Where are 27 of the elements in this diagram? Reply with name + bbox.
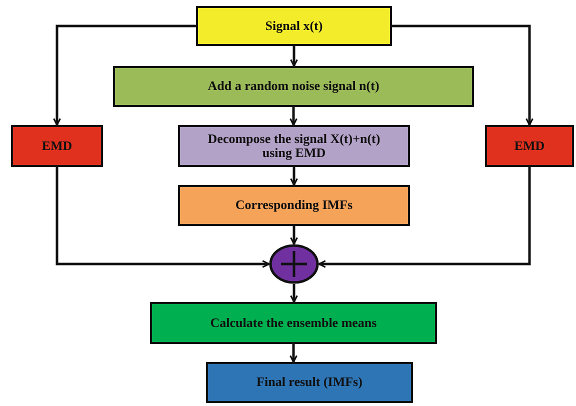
box-label: Decompose the signal X(t)+n(t) using EMD: [206, 132, 382, 160]
box-label: EMD: [514, 138, 545, 154]
arrow: [290, 226, 298, 245]
arrow: [53, 24, 196, 126]
box-label: Calculate the ensemble means: [210, 316, 377, 330]
arrow: [56, 167, 270, 268]
arrow: [290, 167, 298, 186]
box-label: EMD: [42, 138, 72, 154]
arrow: [290, 344, 298, 363]
arrow: [290, 284, 298, 303]
process-box: [150, 302, 437, 344]
process-box: [113, 66, 474, 107]
arrow: [318, 167, 531, 268]
arrow: [290, 107, 298, 126]
sum-junction: [269, 244, 319, 284]
process-box: [11, 125, 103, 167]
process-box: [206, 362, 413, 403]
process-box: [485, 125, 574, 167]
process-box: [178, 125, 410, 167]
box-label: Signal x(t): [265, 18, 323, 34]
process-box: [196, 6, 392, 46]
arrow: [392, 24, 534, 126]
box-label: Final result (IMFs): [256, 375, 362, 390]
box-label: Corresponding IMFs: [235, 198, 353, 213]
arrow: [290, 46, 298, 67]
process-box: [178, 185, 410, 226]
box-label: Add a random noise signal n(t): [208, 79, 380, 94]
